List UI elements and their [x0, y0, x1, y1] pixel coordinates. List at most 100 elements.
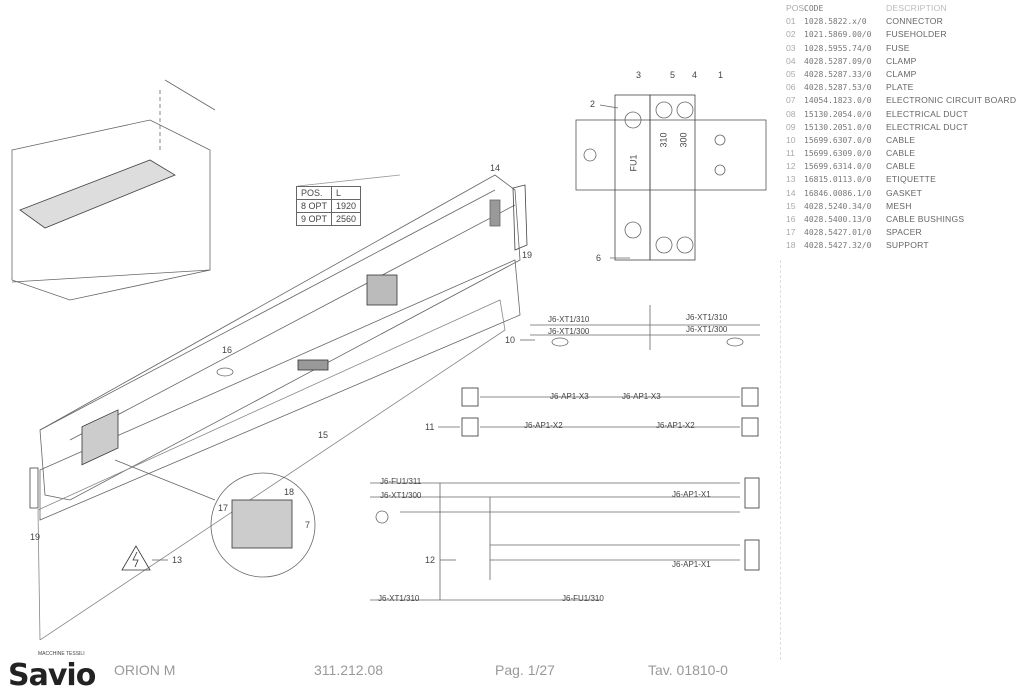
callout: 14	[490, 163, 501, 173]
part-pos: 14	[786, 187, 796, 198]
part-description: MESH	[886, 200, 912, 211]
part-code: 16846.0086.1/0	[804, 188, 872, 198]
fuse-block	[575, 94, 767, 261]
terminal-label: 300	[678, 132, 689, 148]
part-description: SPACER	[886, 227, 922, 238]
cable-label: J6-AP1-X3	[622, 392, 661, 401]
part-description: CABLE BUSHINGS	[886, 214, 965, 224]
part-description: GASKET	[886, 187, 923, 198]
parts-list-row: 07 14054.1823.0/0 ELECTRONIC CIRCUIT BOARD	[786, 94, 1024, 107]
part-pos: 06	[786, 82, 796, 93]
part-pos: 18	[786, 240, 796, 251]
part-pos: 02	[786, 29, 796, 40]
header-description: DESCRIPTION	[886, 3, 947, 13]
header-pos: POS.	[786, 3, 807, 13]
part-description: SUPPORT	[886, 240, 929, 251]
parts-list-header: POS. CODE DESCRIPTION	[786, 2, 1024, 15]
part-code: 4028.5287.09/0	[804, 56, 872, 66]
part-code: 1028.5955.74/0	[804, 43, 872, 53]
table-cell: 8 OPT	[295, 199, 333, 213]
part-pos: 12	[786, 161, 796, 172]
callout: 10	[505, 335, 516, 345]
cable-label: J6-FU1/310	[562, 594, 604, 603]
fuse-label: FU1	[628, 154, 639, 172]
callout: 1	[718, 70, 724, 80]
cable-label: J6-XT1/310	[548, 315, 590, 324]
table-cell: 1920	[331, 199, 362, 213]
part-code: 4028.5427.01/0	[804, 228, 872, 238]
electrical-duct	[37, 174, 521, 640]
callout: 2	[590, 99, 596, 109]
part-code: 4028.5240.34/0	[804, 201, 872, 211]
callout: 19	[522, 250, 533, 260]
callout: 7	[305, 520, 311, 530]
callout: 16	[222, 345, 233, 355]
table-number: Tav. 01810-0	[648, 662, 728, 678]
part-code: 15130.2054.0/0	[804, 109, 872, 119]
parts-list-row: 06 4028.5287.53/0 PLATE	[786, 81, 1024, 94]
table-header: POS.	[295, 186, 333, 200]
cable-label: J6-AP1-X2	[656, 421, 695, 430]
part-pos: 09	[786, 121, 796, 132]
cable-label: J6-XT1/300	[380, 491, 422, 500]
table-header: L	[331, 186, 362, 200]
header-code: CODE	[804, 4, 824, 13]
exploded-view-drawing	[11, 79, 767, 640]
part-code: 15699.6309.0/0	[804, 149, 872, 159]
callout: 17	[218, 503, 229, 513]
cable-label: J6-AP1-X1	[672, 490, 711, 499]
part-pos: 13	[786, 174, 796, 185]
cable-label: J6-XT1/300	[686, 325, 728, 334]
part-pos: 17	[786, 227, 796, 238]
part-pos: 01	[786, 16, 796, 27]
part-description: FUSEHOLDER	[886, 29, 947, 40]
part-description: CABLE	[886, 134, 916, 145]
callout: 6	[596, 253, 602, 263]
callout: 3	[636, 70, 642, 80]
part-code: 1021.5869.00/0	[804, 30, 872, 40]
cable-label: J6-AP1-X2	[524, 421, 563, 430]
part-description: FUSE	[886, 42, 910, 53]
terminal-label: 310	[658, 132, 669, 148]
part-description: ELECTRICAL DUCT	[886, 108, 968, 119]
callout: 5	[670, 70, 676, 80]
part-description: ELECTRICAL DUCT	[886, 121, 968, 132]
part-code: 14054.1823.0/0	[804, 96, 872, 106]
part-code: 15699.6307.0/0	[804, 135, 872, 145]
part-description: ETIQUETTE	[886, 174, 937, 185]
cable-label: J6-XT1/300	[548, 327, 590, 336]
callout: 19	[30, 532, 41, 542]
part-pos: 07	[786, 95, 796, 106]
part-description: CONNECTOR	[886, 16, 944, 27]
cable-10-drawing	[530, 305, 760, 350]
part-description: ELECTRONIC CIRCUIT BOARD	[886, 95, 1017, 106]
bracket-assembly	[11, 79, 216, 301]
table-cell: 2560	[331, 212, 362, 226]
parts-list-row: 14 16846.0086.1/0 GASKET	[786, 187, 1024, 200]
part-pos: 03	[786, 42, 796, 53]
part-description: CABLE	[886, 148, 916, 159]
model-name: ORION M	[114, 662, 176, 678]
part-code: 4028.5400.13/0	[804, 215, 872, 224]
part-code: 4028.5287.53/0	[804, 83, 872, 93]
part-description: CLAMP	[886, 55, 917, 66]
cable-12-drawing	[370, 477, 760, 601]
part-description: PLATE	[886, 82, 914, 93]
part-description: CLAMP	[886, 68, 917, 79]
parts-list-row: 02 1021.5869.00/0 FUSEHOLDER	[786, 28, 1024, 41]
document-code: 311.212.08	[314, 662, 384, 678]
